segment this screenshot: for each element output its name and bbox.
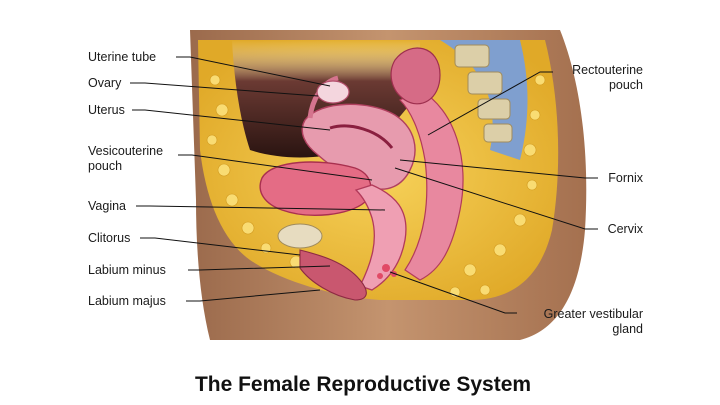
label-greater-vestibular-line2: gland — [612, 322, 643, 336]
label-vagina: Vagina — [88, 199, 126, 213]
label-fornix: Fornix — [608, 171, 643, 185]
bladder — [260, 162, 371, 215]
label-rectouterine-line1: Rectouterine — [572, 63, 643, 77]
label-ovary: Ovary — [88, 76, 122, 90]
pelvis-illustration — [190, 30, 586, 340]
label-uterus: Uterus — [88, 103, 125, 117]
label-vesicouterine-line2: pouch — [88, 159, 122, 173]
label-labium-minus: Labium minus — [88, 263, 166, 277]
label-greater-vestibular-line1: Greater vestibular — [544, 307, 643, 321]
label-vesicouterine-line1: Vesicouterine — [88, 144, 163, 158]
label-uterine-tube: Uterine tube — [88, 50, 156, 64]
label-labium-majus: Labium majus — [88, 294, 166, 308]
label-cervix: Cervix — [608, 222, 644, 236]
label-rectouterine-line2: pouch — [609, 78, 643, 92]
pubic-bone — [278, 224, 322, 248]
diagram-title: The Female Reproductive System — [195, 373, 531, 396]
label-clitorus: Clitorus — [88, 231, 130, 245]
